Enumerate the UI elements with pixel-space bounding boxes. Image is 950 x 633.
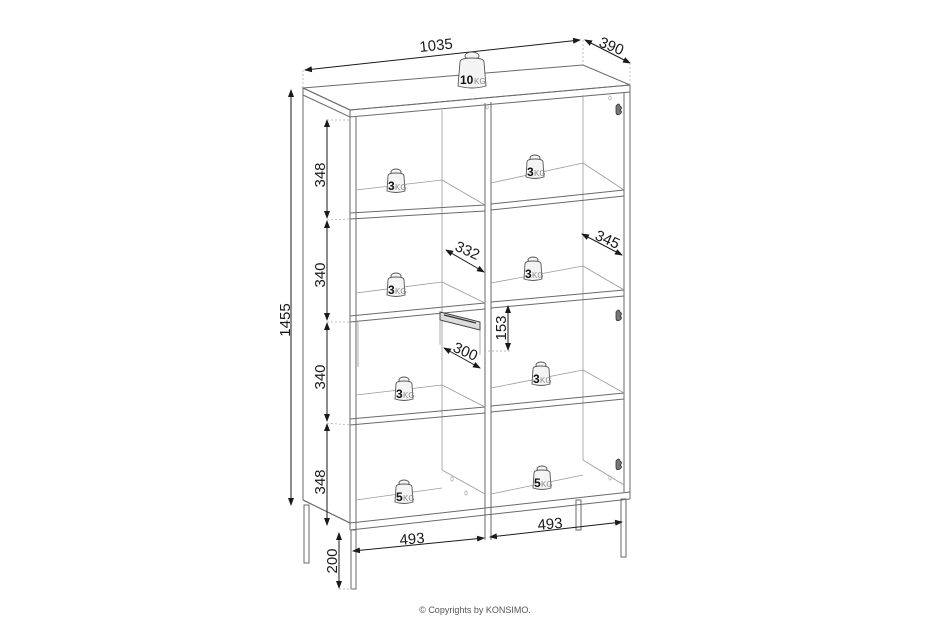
svg-text:3: 3: [527, 165, 534, 179]
weight-icon-row3-left: 3 KG: [394, 376, 415, 401]
svg-text:KG: KG: [474, 77, 486, 86]
weight-icon-row3-right: 3 KG: [531, 361, 552, 386]
weight-icon-row1-left: 3 KG: [386, 168, 407, 193]
dim-leg-height: 200: [324, 548, 341, 573]
svg-text:3: 3: [388, 283, 395, 297]
dim-width: 1035: [419, 36, 454, 56]
svg-text:KG: KG: [395, 287, 407, 296]
dim-compartment-right: 493: [537, 515, 563, 534]
svg-text:KG: KG: [540, 376, 552, 385]
svg-text:5: 5: [396, 490, 403, 504]
svg-text:3: 3: [396, 387, 403, 401]
dim-row-1: 348: [312, 162, 329, 187]
dim-total-height: 1455: [277, 303, 294, 336]
weight-icon-row4-left: 5 KG: [394, 479, 415, 504]
dimension-lines: 1035 390 1455 348 340 340 348 200 493 49…: [277, 34, 631, 590]
legs: [303, 498, 627, 590]
svg-text:KG: KG: [395, 183, 407, 192]
mounting-holes: [450, 95, 612, 496]
hinge-icon: [615, 458, 622, 471]
weight-icon-row1-right: 3 KG: [525, 154, 546, 179]
svg-text:KG: KG: [403, 391, 415, 400]
dim-depth: 390: [597, 34, 627, 59]
dim-compartment-left: 493: [399, 530, 425, 549]
base-frame: [302, 491, 631, 531]
svg-text:5: 5: [534, 476, 541, 490]
svg-text:KG: KG: [541, 480, 553, 489]
back-panel: [441, 95, 584, 540]
weight-icon-row2-left: 3 KG: [386, 272, 407, 297]
dim-row-3: 340: [312, 364, 329, 389]
dim-drawer-depth: 300: [450, 339, 480, 365]
weight-icon-row4-right: 5 KG: [532, 465, 553, 490]
copyright-notice: © Copyrights by KONSIMO.: [0, 605, 950, 615]
left-side-panel: [302, 95, 359, 530]
svg-text:KG: KG: [532, 271, 544, 280]
right-side-panel: [623, 92, 631, 492]
svg-text:3: 3: [525, 267, 532, 281]
copyright-symbol: ©: [419, 605, 426, 615]
weight-icon-row2-right: 3 KG: [523, 256, 544, 281]
copyright-text: Copyrights by KONSIMO.: [428, 605, 531, 615]
svg-text:3: 3: [388, 179, 395, 193]
dim-inner-depth-left: 332: [452, 238, 482, 264]
dim-drawer-height: 153: [493, 315, 510, 340]
dim-inner-depth-right: 345: [592, 227, 622, 253]
svg-text:KG: KG: [403, 494, 415, 503]
svg-text:KG: KG: [534, 169, 546, 178]
weight-icon-top: 10 KG: [457, 51, 487, 89]
weight-top-num: 10: [460, 73, 474, 87]
hinge-icon: [615, 309, 622, 322]
dim-row-4: 348: [312, 469, 329, 494]
dim-row-2: 340: [312, 262, 329, 287]
hinge-icons: [615, 103, 622, 471]
svg-text:3: 3: [533, 372, 540, 386]
hinge-icon: [615, 103, 622, 116]
